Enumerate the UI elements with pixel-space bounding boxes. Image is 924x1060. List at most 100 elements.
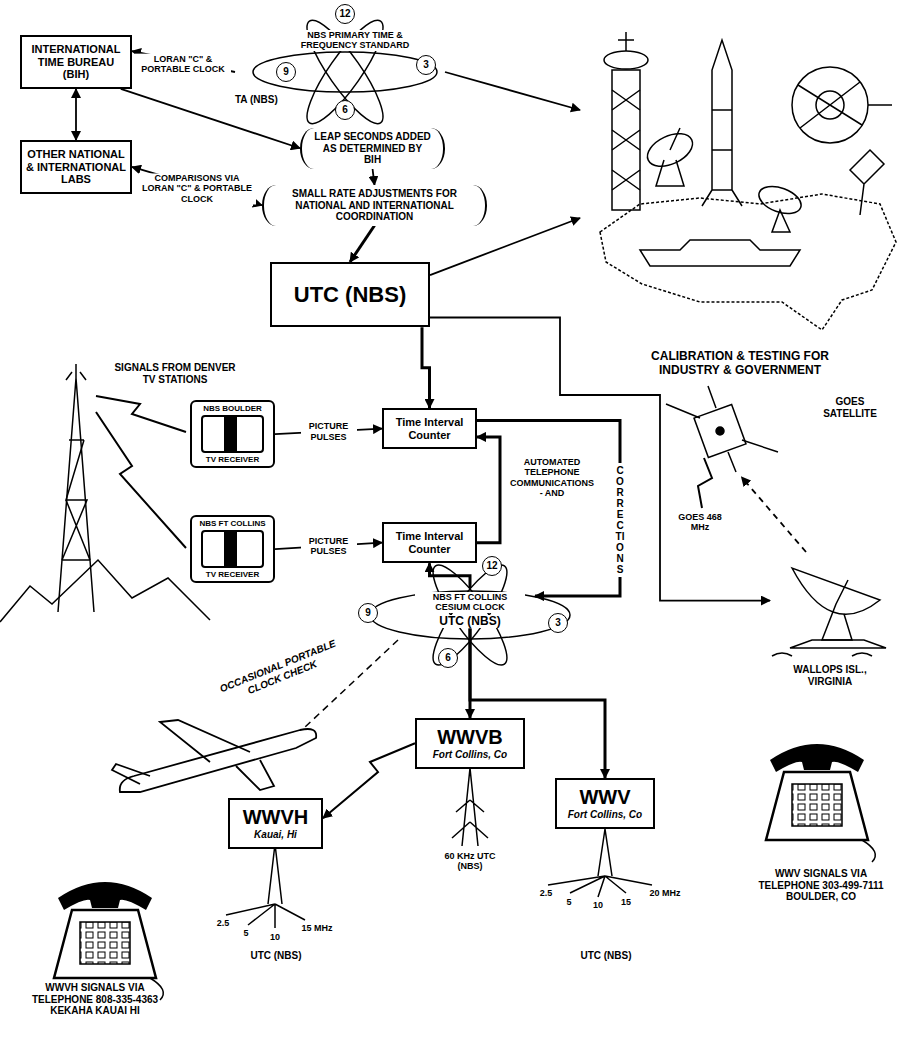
utc-box: UTC (NBS)	[270, 262, 430, 327]
wwvb-antenna	[452, 768, 488, 846]
node-title: OTHER NATIONAL & INTERNATIONAL LABS	[26, 148, 126, 186]
wwv-antenna	[548, 829, 652, 897]
annotation-label: SIGNALS FROM DENVER TV STATIONS	[110, 362, 240, 385]
calibration-illustration	[850, 150, 884, 215]
calibration-illustration	[712, 110, 732, 150]
calibration-illustration	[600, 194, 896, 330]
flow-connector	[430, 218, 580, 275]
node-subtitle: Fort Collins, Co	[421, 749, 519, 761]
node-title: WWVB	[421, 726, 519, 749]
calibration-illustration	[640, 240, 800, 266]
satellite-figure: GOES SATELLITE	[680, 392, 885, 477]
airplane	[160, 720, 274, 790]
annotation-label: 2.5	[210, 918, 236, 928]
connector-label: COMPARISONS VIA LORAN "C" & PORTABLE CLO…	[138, 173, 256, 204]
node-subtitle: TA (NBS)	[235, 94, 278, 106]
node-subtitle: Kauai, Hi	[234, 829, 317, 841]
node-subtitle: TV RECEIVER	[195, 455, 270, 464]
note-bracket: LEAP SECONDS ADDED AS DETERMINED BY BIH	[300, 128, 445, 169]
node-subtitle: UTC (NBS)	[430, 615, 510, 629]
clock-numeral: 3	[416, 55, 436, 75]
annotation-label: UTC (NBS)	[238, 950, 314, 962]
annotation-label: 2.5	[533, 888, 559, 898]
node-title: WALLOPS ISL., VIRGINIA	[770, 664, 890, 687]
flow-connector	[373, 169, 375, 186]
broadcast-lightning	[96, 396, 186, 432]
node-title: WWV	[561, 786, 649, 809]
goes-satellite	[694, 404, 746, 457]
annotation-label: 10	[264, 932, 286, 942]
node-title: CALIBRATION & TESTING FOR INDUSTRY & GOV…	[625, 350, 855, 378]
annotation-label: GOES 468 MHz	[668, 512, 732, 533]
node-title: NBS BOULDER	[195, 404, 270, 413]
station-box: WWVBFort Collins, Co	[415, 718, 525, 769]
broadcast-lightning	[698, 458, 712, 508]
counter-box: Time Interval Counter	[382, 408, 477, 449]
wwvh-antenna	[226, 844, 305, 928]
wwvb-antenna	[452, 768, 488, 846]
node-title: INTERNATIONAL TIME BUREAU (BIH)	[26, 43, 126, 81]
flow-connector	[121, 89, 300, 148]
node-title: SMALL RATE ADJUSTMENTS FOR NATIONAL AND …	[276, 188, 473, 223]
node-title: GOES SATELLITE	[815, 396, 885, 419]
node-title: NBS FT COLLINS CESIUM CLOCK	[415, 592, 525, 613]
annotation-label: 5	[561, 897, 577, 907]
clock-numeral: 6	[438, 648, 458, 668]
node-title: UTC (NBS)	[280, 282, 420, 307]
node-title: LEAP SECONDS ADDED AS DETERMINED BY BIH	[314, 131, 431, 166]
wwvh-antenna	[226, 844, 305, 928]
clock-numeral: 6	[335, 100, 355, 120]
wallops-dish	[772, 653, 872, 656]
annotation-label: 15	[616, 897, 636, 907]
bureau-box: INTERNATIONAL TIME BUREAU (BIH)	[20, 35, 132, 89]
clock-numeral: 12	[482, 556, 502, 576]
node-title: Time Interval Counter	[388, 530, 471, 555]
node-title: WWVH	[234, 806, 317, 829]
primary-clock-orbits	[253, 12, 437, 132]
airplane	[112, 764, 150, 784]
flow-connector	[742, 477, 807, 552]
cesium-clock: NBS FT COLLINS CESIUM CLOCK UTC (NBS)	[405, 588, 535, 628]
wallops-dish	[822, 580, 852, 640]
counter-box: Time Interval Counter	[382, 522, 477, 563]
node-subtitle: Fort Collins, Co	[561, 809, 649, 821]
primary-clock-orbits	[253, 52, 437, 92]
calibration-illustration	[612, 70, 640, 210]
flow-connector	[422, 327, 430, 408]
connector-label: PICTURE PULSES	[301, 421, 357, 442]
wallops-dish	[792, 568, 880, 614]
calibration-illustration	[600, 32, 896, 330]
goes-satellite	[666, 386, 778, 472]
tv-tower	[0, 560, 210, 622]
annotation-label: 5	[238, 928, 254, 938]
tv-receiver: NBS FT COLLINSTV RECEIVER	[190, 515, 275, 583]
calibration-illustration	[656, 128, 684, 186]
calibration-illustration	[798, 82, 892, 128]
connector-label: LORAN "C" & PORTABLE CLOCK	[135, 54, 231, 75]
annotation-label: 20 MHz	[641, 888, 689, 898]
flow-connector	[323, 743, 415, 818]
tv-tower	[62, 440, 90, 560]
annotation-label: UTC (NBS)	[568, 950, 644, 962]
flow-connector	[477, 420, 620, 596]
annotation-label: WWV SIGNALS VIA TELEPHONE 303-499-7111 B…	[745, 868, 897, 903]
flow-connector	[430, 563, 471, 588]
connector-label: CORRECTIONS	[614, 463, 626, 577]
calibration-illustration	[604, 51, 648, 69]
wallops-dish	[772, 568, 886, 656]
annotation-label: WWVH SIGNALS VIA TELEPHONE 808-335-4363 …	[18, 982, 172, 1017]
clock-numeral: 9	[358, 603, 378, 623]
calibration-illustration	[702, 40, 742, 206]
clock-numeral: 3	[548, 613, 568, 633]
clock-numeral: 9	[276, 62, 296, 82]
tv-receiver: NBS BOULDER TV RECEIVER	[190, 400, 275, 468]
flow-connector	[445, 72, 580, 110]
connector-label: AUTOMATED TELEPHONE COMMUNICATIONS - AND	[509, 457, 595, 498]
connector-label: PICTURE PULSES	[301, 536, 357, 557]
flow-connector	[477, 437, 500, 543]
flow-connector	[75, 89, 77, 140]
flow-connector	[132, 167, 262, 205]
tv-tower	[58, 364, 94, 612]
annotation-label: OCCASIONAL PORTABLE CLOCK CHECK	[215, 636, 344, 706]
lab-box: OTHER NATIONAL & INTERNATIONAL LABS	[20, 140, 132, 194]
